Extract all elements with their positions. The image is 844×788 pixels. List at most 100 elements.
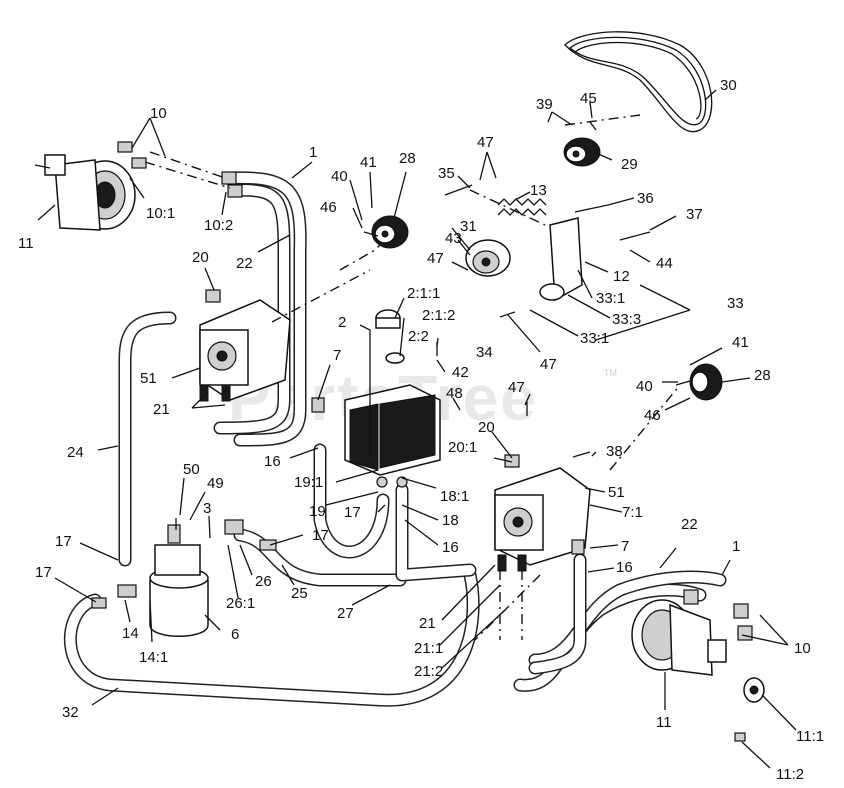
callout-labels: 10 1 11 10:1 10:2 22 20 51 21 24 16 7 2 …: [18, 77, 824, 783]
callout-14: 14: [122, 625, 139, 642]
callout-21-right: 21: [419, 615, 436, 632]
leader-lines: [37, 89, 797, 769]
callout-30: 30: [720, 77, 737, 94]
callout-40-right: 40: [636, 378, 653, 395]
callout-39: 39: [536, 96, 553, 113]
callout-51-right: 51: [608, 484, 625, 501]
callout-38: 38: [606, 443, 623, 460]
callout-11-right: 11: [656, 714, 672, 731]
hose-1-right: [528, 570, 727, 667]
callout-2-2: 2:2: [408, 328, 429, 345]
callout-11-2: 11:2: [776, 766, 804, 783]
callout-19-1: 19:1: [294, 474, 323, 491]
watermark-tm: TM: [604, 368, 617, 378]
callout-2-1-1: 2:1:1: [407, 285, 440, 302]
pump-left: [199, 289, 325, 413]
callout-49: 49: [207, 475, 224, 492]
callout-17-lower-left: 17: [35, 564, 52, 581]
callout-26-1: 26:1: [226, 595, 255, 612]
callout-22-top: 22: [236, 255, 253, 272]
callout-12: 12: [613, 268, 630, 285]
callout-43: 43: [445, 230, 462, 247]
fittings-10-top: [117, 141, 243, 198]
callout-47-left: 47: [427, 250, 444, 267]
callout-10-right: 10: [794, 640, 811, 657]
hardware: [175, 121, 691, 530]
callout-7-right: 7: [621, 538, 629, 555]
callout-16-mid: 16: [442, 539, 459, 556]
callout-47-lower: 47: [540, 356, 557, 373]
callout-33: 33: [727, 295, 744, 312]
pulley-28-top: [371, 215, 409, 249]
callout-11-1: 11:1: [796, 728, 824, 745]
callout-47-mid: 47: [508, 379, 525, 396]
callout-2-1-2: 2:1:2: [422, 307, 455, 324]
callout-31: 31: [460, 218, 477, 235]
callout-45: 45: [580, 90, 597, 107]
callout-2: 2: [338, 314, 346, 331]
pulley-29: [563, 137, 601, 167]
wheel-motor-right: [631, 599, 765, 742]
callout-1-right: 1: [732, 538, 740, 555]
callout-17-mid: 17: [344, 504, 361, 521]
hose-16-right: [528, 553, 587, 675]
callout-16-left: 16: [264, 453, 281, 470]
wheel-motor-left: [34, 154, 136, 231]
callout-34: 34: [476, 344, 493, 361]
callout-18-1: 18:1: [440, 488, 469, 505]
reservoir-tank: [344, 309, 441, 488]
hose-22-top: [225, 171, 307, 447]
callout-47-top: 47: [477, 134, 494, 151]
callout-33-3: 33:3: [612, 311, 641, 328]
callout-19: 19: [309, 503, 326, 520]
spring-13: [497, 198, 547, 216]
callout-44: 44: [656, 255, 673, 272]
callout-37: 37: [686, 206, 703, 223]
callout-48: 48: [446, 385, 463, 402]
callout-33-1-a: 33:1: [596, 290, 625, 307]
callout-26: 26: [255, 573, 272, 590]
hose-25: [233, 528, 407, 587]
idler-pulley-31: [465, 239, 511, 277]
callout-25: 25: [291, 585, 308, 602]
callout-10-2: 10:2: [204, 217, 233, 234]
assembly-lines: [144, 114, 681, 641]
hose-1-top: [213, 183, 291, 435]
callout-3: 3: [203, 500, 211, 517]
callout-24: 24: [67, 444, 84, 461]
hose-19: [313, 443, 390, 559]
callout-46-right: 46: [644, 407, 661, 424]
callout-42: 42: [452, 364, 469, 381]
callout-41-right: 41: [732, 334, 749, 351]
callout-7-left: 7: [333, 347, 341, 364]
callout-28-right: 28: [754, 367, 771, 384]
callout-18: 18: [442, 512, 459, 529]
callout-17-far-left: 17: [55, 533, 72, 550]
callout-36: 36: [637, 190, 654, 207]
filter: [91, 519, 277, 637]
callout-11-left: 11: [18, 235, 34, 252]
callout-22-right: 22: [681, 516, 698, 533]
callout-27: 27: [337, 605, 354, 622]
callout-20-right: 20: [478, 419, 495, 436]
callout-10-top: 10: [150, 105, 167, 122]
callout-21-1: 21:1: [414, 640, 443, 657]
callout-14-1: 14:1: [139, 649, 168, 666]
callout-50: 50: [183, 461, 200, 478]
callout-21-2: 21:2: [414, 663, 443, 680]
hose-24: [118, 311, 177, 567]
callout-46-top: 46: [320, 199, 337, 216]
callout-21-left: 21: [153, 401, 170, 418]
callout-20-1: 20:1: [448, 439, 477, 456]
callout-16-right: 16: [616, 559, 633, 576]
callout-35: 35: [438, 165, 455, 182]
idler-arm-33: [539, 217, 583, 302]
callout-7-1: 7:1: [622, 504, 643, 521]
callout-1-top: 1: [309, 144, 317, 161]
hoses: [63, 171, 727, 707]
callout-17-right: 17: [312, 527, 329, 544]
pulley-28-right: [689, 363, 723, 401]
callout-41-top: 41: [360, 154, 377, 171]
callout-13: 13: [530, 182, 547, 199]
